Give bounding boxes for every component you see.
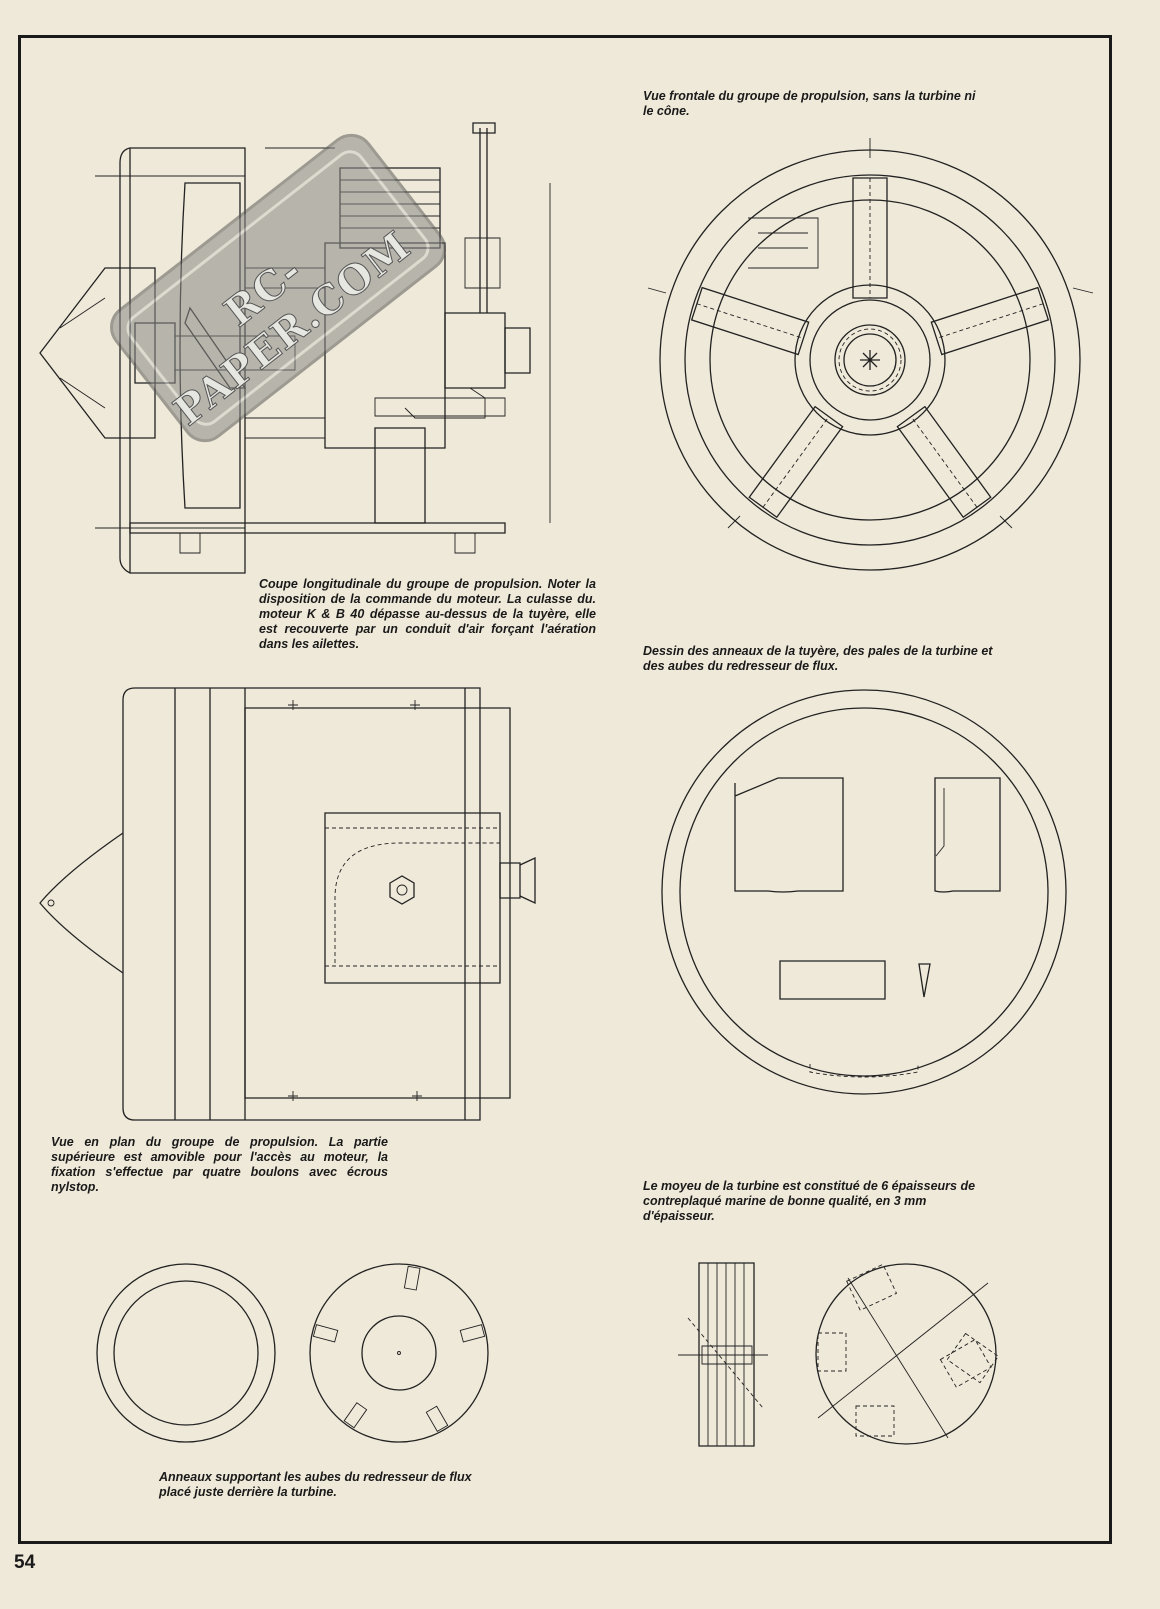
rings-blades-drawing: [658, 686, 1070, 1098]
caption-turbine-hub: Le moyeu de la turbine est constitué de …: [643, 1179, 976, 1223]
caption-plan-view: Vue en plan du groupe de propulsion. La …: [51, 1135, 388, 1194]
watermark-stamp: RC-PAPER.COM: [88, 88, 468, 488]
support-rings-drawing: [96, 1260, 501, 1450]
page-frame: [18, 35, 1112, 1544]
turbine-hub-drawing: [678, 1258, 998, 1453]
caption-longitudinal-section: Coupe longitudinale du groupe de propuls…: [259, 577, 596, 651]
caption-rings-blades-drawing: Dessin des anneaux de la tuyère, des pal…: [643, 644, 993, 673]
page-number: 54: [14, 1552, 36, 1573]
plan-view-drawing: [35, 683, 545, 1125]
front-view-drawing: [648, 138, 1093, 583]
caption-front-view: Vue frontale du groupe de propulsion, sa…: [643, 89, 976, 118]
caption-support-rings: Anneaux supportant les aubes du redresse…: [159, 1470, 472, 1499]
